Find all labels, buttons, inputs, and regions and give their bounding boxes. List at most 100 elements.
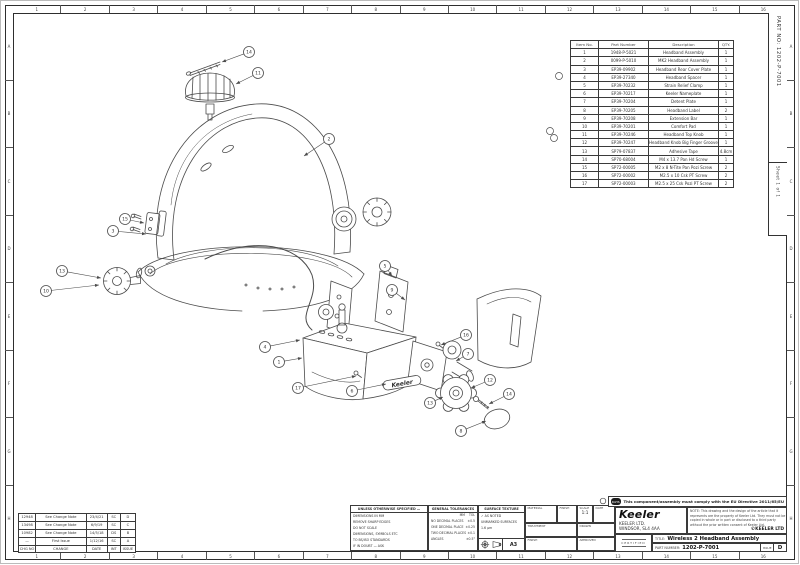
table-cell: SC xyxy=(106,536,121,546)
table-cell: First Issue xyxy=(35,536,87,546)
surface-line2: UNMARKED SURFACES xyxy=(481,520,517,524)
grid-ref-cell: D xyxy=(787,216,795,283)
balloon-callout: 3 xyxy=(107,225,147,237)
table-cell: Adhesive Tape xyxy=(648,146,719,156)
cable xyxy=(204,245,315,331)
svg-text:3: 3 xyxy=(112,229,115,235)
grid-ref-cell: 1 xyxy=(13,552,62,560)
cert-cell: CERTIFIED xyxy=(615,534,652,552)
balloon-callout: 17 xyxy=(292,375,357,394)
table-cell: CHANGE xyxy=(35,544,87,554)
drawing-title: Wireless 2 Headband Assembly xyxy=(667,535,760,542)
table-cell: 11 xyxy=(570,130,599,140)
table-cell: 12 xyxy=(570,138,599,148)
copyright-line: represents are the property of Keeler Lt… xyxy=(690,513,786,518)
table-cell: 5 xyxy=(570,80,599,91)
grid-ref-cell: 4 xyxy=(158,5,207,13)
grid-ref-cell: 13 xyxy=(594,552,643,560)
cert-text: CERTIFIED xyxy=(621,541,646,545)
grid-ref-cell: H xyxy=(789,516,793,522)
part-number: 1202-P-7001 xyxy=(682,544,720,551)
table-cell: SP70-68004 xyxy=(598,154,649,164)
date-label: DATE xyxy=(595,505,604,510)
svg-text:5: 5 xyxy=(384,264,387,270)
table-cell: 1948-P-5021 xyxy=(598,48,649,58)
brow-band xyxy=(135,246,365,312)
balloon-callout: 1 xyxy=(273,356,303,368)
top-knob xyxy=(185,72,235,103)
balloon-callout: 16 xyxy=(440,329,472,346)
grid-ref-cell: 16 xyxy=(760,6,766,12)
table-cell: Comfort Pad xyxy=(648,121,719,132)
table-cell: M2.5 x 25 Csk Pozi PT Screw xyxy=(648,179,719,189)
revision-flag xyxy=(546,127,554,135)
table-cell: EP39-70204 xyxy=(598,97,649,107)
svg-text:14: 14 xyxy=(246,50,252,56)
table-cell: 14/5/18 xyxy=(85,528,108,538)
balloon-callout: 4 xyxy=(259,339,301,353)
table-cell: EP39-70208 xyxy=(598,113,649,123)
table-cell: Headband Rear Cover Plate xyxy=(648,64,719,74)
table-cell: 1 xyxy=(718,89,734,99)
grid-ref-cell: 3 xyxy=(110,552,159,560)
table-cell: M2.5 x 10 Csk PT Screw xyxy=(648,170,719,181)
table-cell: 1/12/16 xyxy=(85,536,108,546)
part-no-strip: PART NO: 1202-P-7001 xyxy=(768,13,787,163)
note-line: DIMENSIONS, SYMBOLS ETC xyxy=(353,532,398,536)
grid-ref-cell: E xyxy=(5,283,13,351)
treatment-label: TREATMENT xyxy=(527,523,546,528)
front-housing xyxy=(302,303,444,401)
grid-ref-cell: 8 xyxy=(352,5,401,13)
table-cell: 15 xyxy=(570,162,599,173)
grid-ref-cell: 12 xyxy=(546,552,595,560)
table-cell: 1 xyxy=(718,97,734,107)
table-cell: EP39-27340 xyxy=(598,72,649,82)
grid-ref-cell: 10 xyxy=(449,5,498,13)
lower-screw xyxy=(472,395,490,410)
svg-text:8: 8 xyxy=(460,429,463,435)
svg-text:15: 15 xyxy=(122,217,128,223)
grid-ref-cell: 8 xyxy=(352,552,401,560)
grid-ref-cell: 7 xyxy=(304,5,353,13)
svg-text:14: 14 xyxy=(506,392,512,398)
svg-text:9: 9 xyxy=(391,288,394,294)
part-number-label: PART NUMBER: xyxy=(655,545,681,550)
grid-ref-cell: 11 xyxy=(497,552,546,560)
table-cell: 17 xyxy=(570,179,599,189)
balloon-callout: 2 xyxy=(303,133,335,157)
table-cell: Extension Bar xyxy=(648,113,719,123)
grid-ref-cell: A xyxy=(787,13,795,81)
balloon-callout: 5 xyxy=(379,260,393,277)
surface-line3: 1.6 µm xyxy=(481,526,493,530)
tolerance-row: NO DECIMAL PLACES±0.5 xyxy=(431,518,475,523)
table-cell: 3 xyxy=(570,64,599,74)
balloon-callout: 9 xyxy=(386,284,406,301)
svg-text:6: 6 xyxy=(351,389,354,395)
table-cell: SC xyxy=(106,520,121,530)
table-cell: 2 xyxy=(718,170,734,181)
copyright-line: without the prior written consent of Kee… xyxy=(690,522,765,527)
extension-wedge xyxy=(476,288,542,369)
rohs-icon: RoHS xyxy=(611,498,621,505)
title-label: TITLE: xyxy=(655,536,666,541)
table-cell: QTY. xyxy=(718,39,734,50)
grid-ref-cell: C xyxy=(787,148,795,216)
table-cell: 1 xyxy=(718,154,734,164)
table-cell: Headband Knob Big Finger Grooves xyxy=(648,138,719,148)
part-no-vertical: PART NO: 1202-P-7001 xyxy=(775,16,781,87)
table-cell: 1 xyxy=(570,48,599,58)
svg-text:7: 7 xyxy=(467,352,470,358)
grid-ref-cell: 6 xyxy=(255,5,304,13)
grid-ref-cell: 14 xyxy=(643,552,692,560)
table-cell: DS xyxy=(106,528,121,538)
table-cell: EP39-70217 xyxy=(598,89,649,99)
grid-ref-cell: 15 xyxy=(691,552,740,560)
table-cell: CHG NO xyxy=(17,544,37,554)
